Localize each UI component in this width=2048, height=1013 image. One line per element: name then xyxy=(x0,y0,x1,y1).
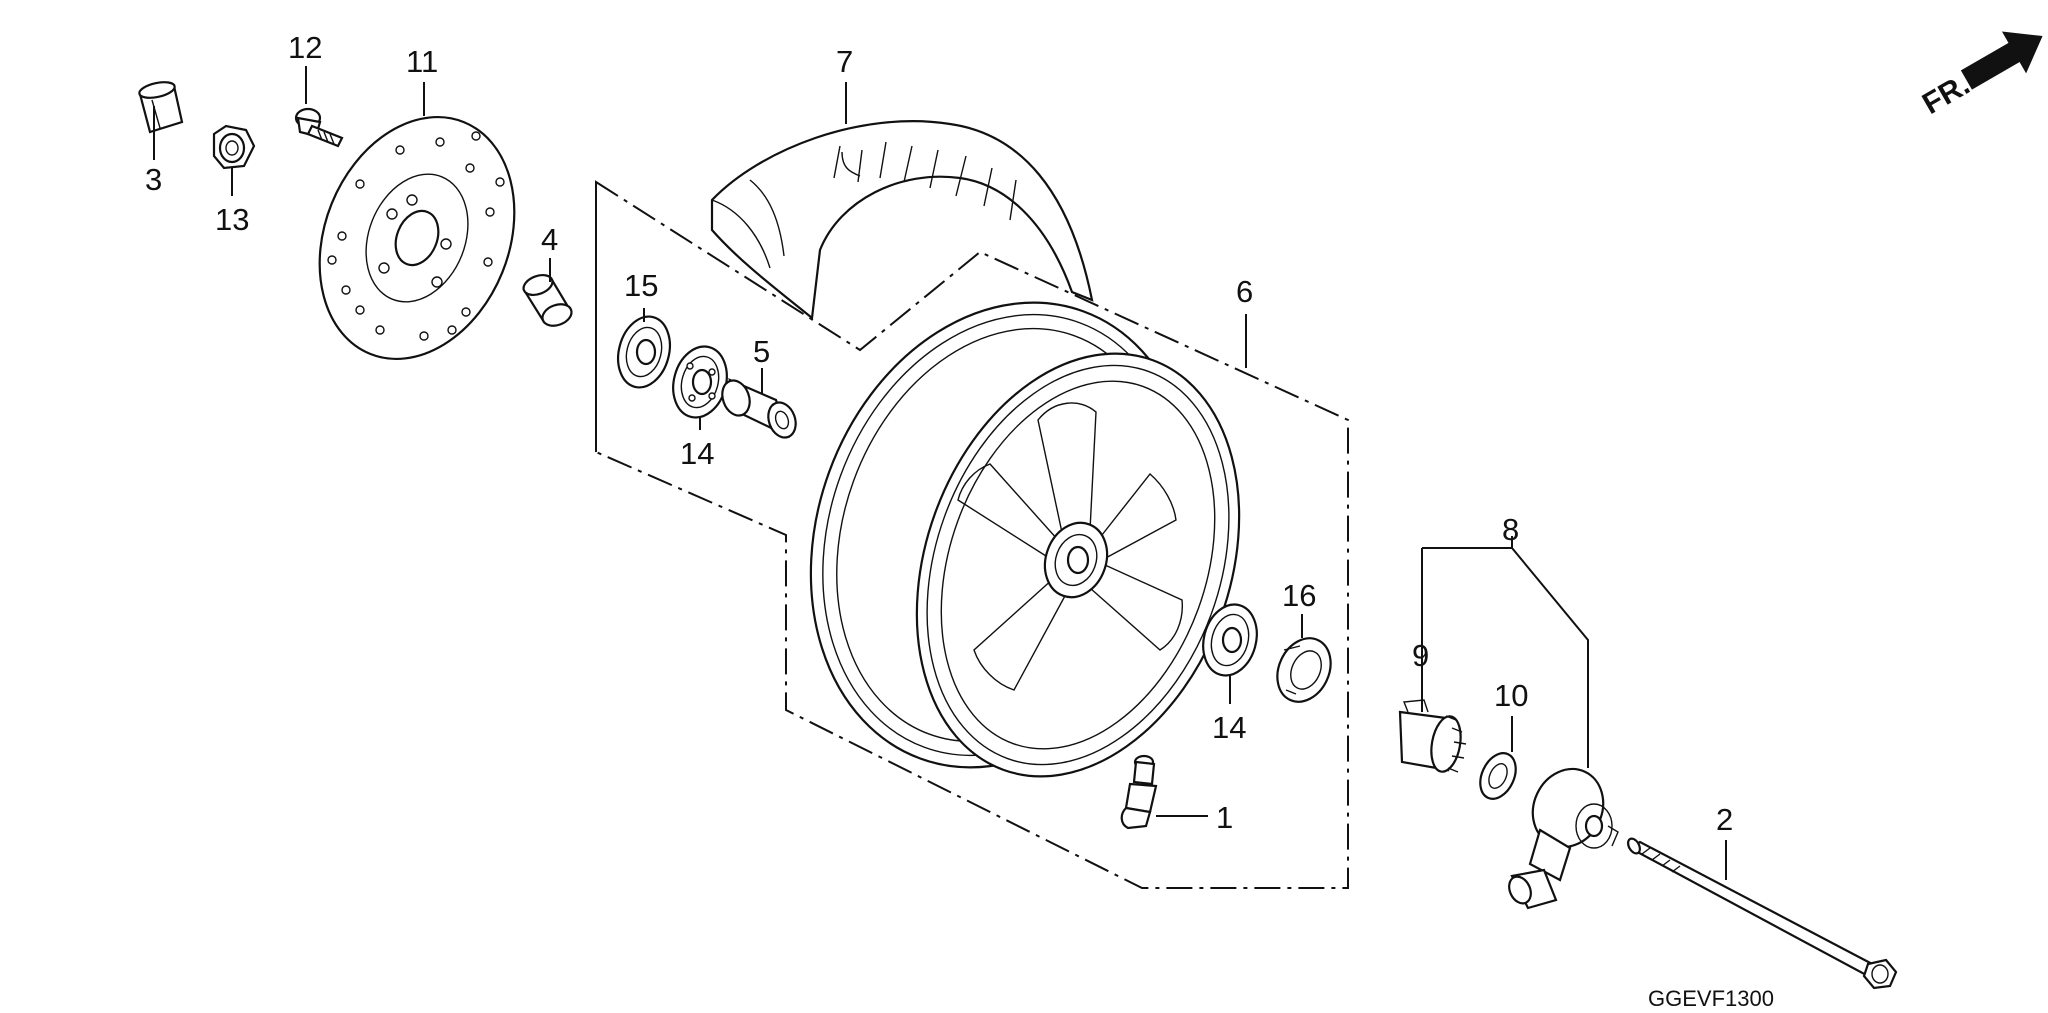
callout-7: 7 xyxy=(836,44,853,79)
callout-1: 1 xyxy=(1216,800,1233,835)
part-6-wheel-rim xyxy=(809,301,1241,778)
callout-labels: 3 13 12 11 4 15 5 14 7 6 8 9 10 16 14 1 … xyxy=(145,30,1733,837)
part-14-bearing-upper xyxy=(672,345,728,419)
callout-14-lower: 14 xyxy=(1212,710,1246,745)
callout-8: 8 xyxy=(1502,512,1519,547)
leader-lines xyxy=(153,66,1727,880)
part-2-axle xyxy=(1627,837,1898,990)
callout-3: 3 xyxy=(145,162,162,197)
part-14-bearing-lower xyxy=(1202,603,1258,677)
callout-6: 6 xyxy=(1236,274,1253,309)
front-arrow-icon xyxy=(1960,31,2043,90)
callout-14-upper: 14 xyxy=(680,436,714,471)
callout-15: 15 xyxy=(624,268,658,303)
callout-11: 11 xyxy=(406,44,438,79)
part-15-bearing xyxy=(617,315,671,389)
part-7-tire xyxy=(710,120,1094,321)
callout-4: 4 xyxy=(541,222,558,257)
callout-10: 10 xyxy=(1494,678,1528,713)
part-5-distance-collar xyxy=(721,377,797,439)
callout-13: 13 xyxy=(215,202,249,237)
part-8-speedometer-gearbox xyxy=(1508,767,1619,910)
part-13-nut xyxy=(212,124,256,170)
part-1-tire-valve xyxy=(1120,754,1158,830)
wheel-assembly-boundary xyxy=(595,180,1349,889)
front-direction-indicator: FR. xyxy=(1917,31,2043,121)
callout-16: 16 xyxy=(1282,578,1316,613)
callout-5: 5 xyxy=(753,334,770,369)
part-9-speedometer-gear xyxy=(1398,699,1467,773)
callout-2: 2 xyxy=(1716,802,1733,837)
callout-9: 9 xyxy=(1412,638,1429,673)
part-11-brake-disc xyxy=(318,115,516,361)
diagram-code: GGEVF1300 xyxy=(1648,986,1774,1011)
part-12-bolt xyxy=(294,107,344,148)
part-4-spacer xyxy=(522,274,573,327)
part-3-collar xyxy=(138,81,184,134)
callout-12: 12 xyxy=(288,30,322,65)
part-10-washer xyxy=(1479,752,1517,800)
part-16-dust-seal xyxy=(1276,637,1332,703)
